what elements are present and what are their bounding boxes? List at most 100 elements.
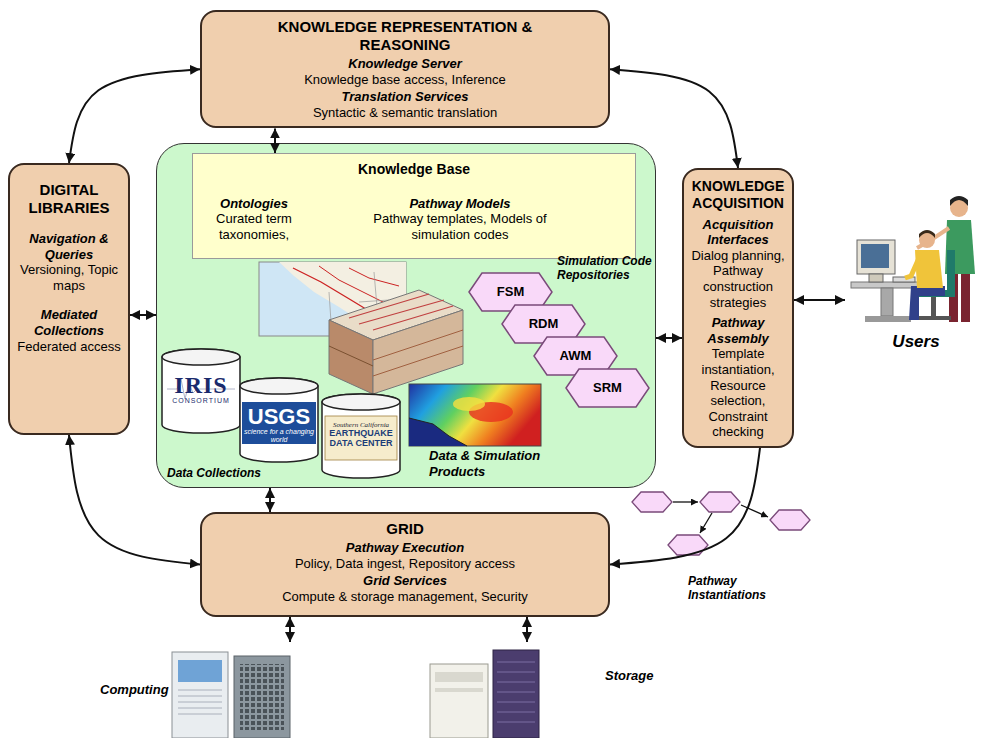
standing-person	[950, 196, 968, 206]
connector-arrow	[289, 617, 291, 642]
box-title: DIGITAL LIBRARIES	[15, 181, 123, 217]
shaking-map	[409, 418, 467, 446]
cylinder-outline	[240, 378, 318, 462]
section-heading: Knowledge Server	[207, 56, 603, 72]
computing-illustration	[240, 664, 284, 730]
cylinder-outline	[162, 349, 240, 365]
seated-person	[909, 286, 945, 320]
logo-holder: USGSscience for a changing world	[242, 406, 316, 444]
text-column: Pathway ModelsPathway templates, Models …	[355, 196, 565, 243]
logo-text: USGS	[248, 406, 310, 428]
reasoning-box: KNOWLEDGE REPRESENTATION & REASONING Know…	[200, 10, 610, 128]
logo-text: IRIS	[174, 373, 227, 397]
cylinder-outline	[322, 394, 400, 410]
seated-person	[919, 230, 935, 238]
pathway-link	[700, 513, 712, 533]
section-heading: Acquisition Interfaces	[689, 217, 787, 248]
seated-person	[915, 250, 943, 288]
desk	[881, 288, 893, 316]
block-model	[329, 290, 463, 394]
knowledge-base-box: Knowledge BaseOntologiesCurated term tax…	[192, 153, 636, 259]
storage-illustration	[435, 672, 483, 682]
section-text: Federated access	[15, 339, 123, 355]
connector-arrow	[526, 617, 528, 642]
figure-label: Storage	[605, 668, 669, 684]
section-text: Curated term taxonomies,	[199, 211, 309, 242]
storage-illustration	[497, 662, 535, 722]
section-heading: Pathway Models	[355, 196, 565, 212]
computing-figure: Computing	[100, 642, 300, 738]
section-heading: Grid Services	[207, 573, 603, 589]
logo-text: EARTHQUAKE DATA CENTER	[324, 429, 398, 448]
shaking-map	[409, 418, 467, 446]
connector-arrow	[610, 69, 738, 168]
pathway-hexagon	[632, 492, 810, 555]
box-title: GRID	[207, 520, 603, 538]
data-cylinder: Southern CaliforniaEARTHQUAKE DATA CENTE…	[321, 394, 401, 478]
chair	[947, 250, 955, 294]
box-title: KNOWLEDGE REPRESENTATION & REASONING	[270, 18, 540, 54]
code-hexagon: SRM	[565, 368, 650, 408]
acquisition-box: KNOWLEDGE ACQUISITIONAcquisition Interfa…	[682, 168, 794, 448]
connector-arrow	[794, 299, 845, 301]
section-text: Versioning, Topic maps	[15, 262, 123, 293]
storage-illustration	[435, 688, 483, 692]
storage-illustration	[430, 664, 488, 738]
standing-person	[917, 228, 949, 248]
data-cylinder: USGSscience for a changing world	[239, 378, 319, 462]
shaking-map	[409, 384, 541, 446]
block-model	[329, 346, 373, 366]
standing-person	[961, 272, 970, 322]
pathway-hexagon	[668, 535, 708, 555]
computing-illustration	[234, 656, 290, 738]
pathway-hexagon	[700, 492, 740, 512]
pathway-link	[673, 502, 768, 533]
block-model	[373, 310, 463, 394]
section-heading: Mediated Collections	[15, 307, 123, 338]
hexagon-outline	[566, 369, 649, 407]
desk	[865, 316, 911, 322]
storage-figure: Storage	[425, 642, 670, 738]
section-heading: Ontologies	[199, 196, 309, 212]
code-name: SRM	[593, 380, 622, 396]
connector-arrow	[274, 128, 276, 153]
section-text: Pathway templates, Models of simulation …	[355, 211, 565, 242]
section-text: Template instantiation, Resource selecti…	[689, 346, 787, 440]
computing-illustration	[172, 652, 228, 738]
computer	[869, 274, 883, 282]
figure-label: Computing	[100, 682, 172, 698]
connector-group	[69, 69, 845, 642]
section-text: Syntactic & semantic translation	[207, 105, 603, 121]
section-heading: Navigation & Queries	[15, 231, 123, 262]
section-text: Compute & storage management, Security	[207, 589, 603, 605]
section-heading: Translation Services	[207, 89, 603, 105]
block-model	[329, 320, 373, 394]
pathway-link	[673, 501, 698, 502]
pathway-hexagon	[770, 510, 810, 530]
shaking-map	[453, 397, 485, 411]
logo-holder: Southern CaliforniaEARTHQUAKE DATA CENTE…	[324, 421, 398, 448]
block-model	[373, 330, 463, 376]
cylinder-outline	[325, 416, 397, 460]
knowledge-region: Knowledge BaseOntologiesCurated term tax…	[156, 143, 656, 488]
block-model	[349, 294, 453, 330]
cylinder-outline	[240, 378, 318, 394]
box-title: Knowledge Base	[199, 161, 629, 178]
chair	[931, 297, 936, 316]
connector-arrow	[610, 448, 760, 565]
section-text: Dialog planning, Pathway construction st…	[689, 248, 787, 310]
storage-illustration	[425, 642, 670, 738]
logo-text: science for a changing world	[242, 428, 316, 444]
figure-label: Users	[866, 332, 966, 352]
pathway-hexagon	[632, 492, 672, 512]
data-cylinder: IRISCONSORTIUM	[161, 349, 241, 433]
code-name: AWM	[560, 348, 592, 364]
region-label: Simulation Code Repositories	[557, 254, 653, 283]
code-name: RDM	[529, 316, 559, 332]
computer	[857, 240, 895, 274]
note-label: Pathway Instantiations	[688, 574, 792, 603]
text-holder: SRM	[568, 368, 647, 408]
seated-person	[905, 258, 919, 278]
